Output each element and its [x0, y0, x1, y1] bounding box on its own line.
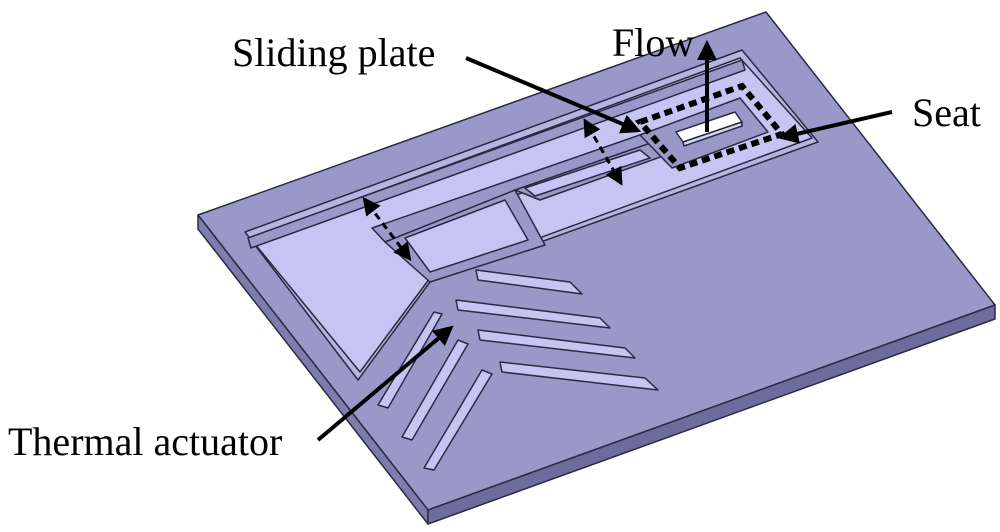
flow-label: Flow: [612, 20, 694, 65]
actuator-slot-right-2: [455, 299, 611, 329]
thermal-actuator-leader: [316, 325, 454, 442]
actuator-slot-right-4: [499, 361, 659, 391]
seat-leader: [778, 110, 893, 144]
actuator-slot-down-3: [423, 369, 493, 471]
motion-arrow-right: [583, 118, 623, 186]
actuator-slot-right-1: [475, 269, 583, 295]
actuator-slot-down-2: [401, 339, 469, 441]
outlet-hole-wall: [682, 121, 743, 147]
sliding-plate-leader: [465, 56, 642, 134]
motion-arrows: [362, 118, 623, 262]
thermal-actuator-label: Thermal actuator: [8, 419, 282, 464]
seat-label: Seat: [912, 90, 981, 135]
actuator-slots: [377, 269, 659, 471]
actuator-slot-right-3: [477, 329, 636, 359]
sliding-plate-label: Sliding plate: [232, 30, 435, 75]
frame-left-window: [404, 199, 529, 273]
leader-arrows: [316, 40, 893, 442]
motion-arrow-left: [362, 196, 412, 262]
substrate-right-face: [427, 304, 996, 525]
